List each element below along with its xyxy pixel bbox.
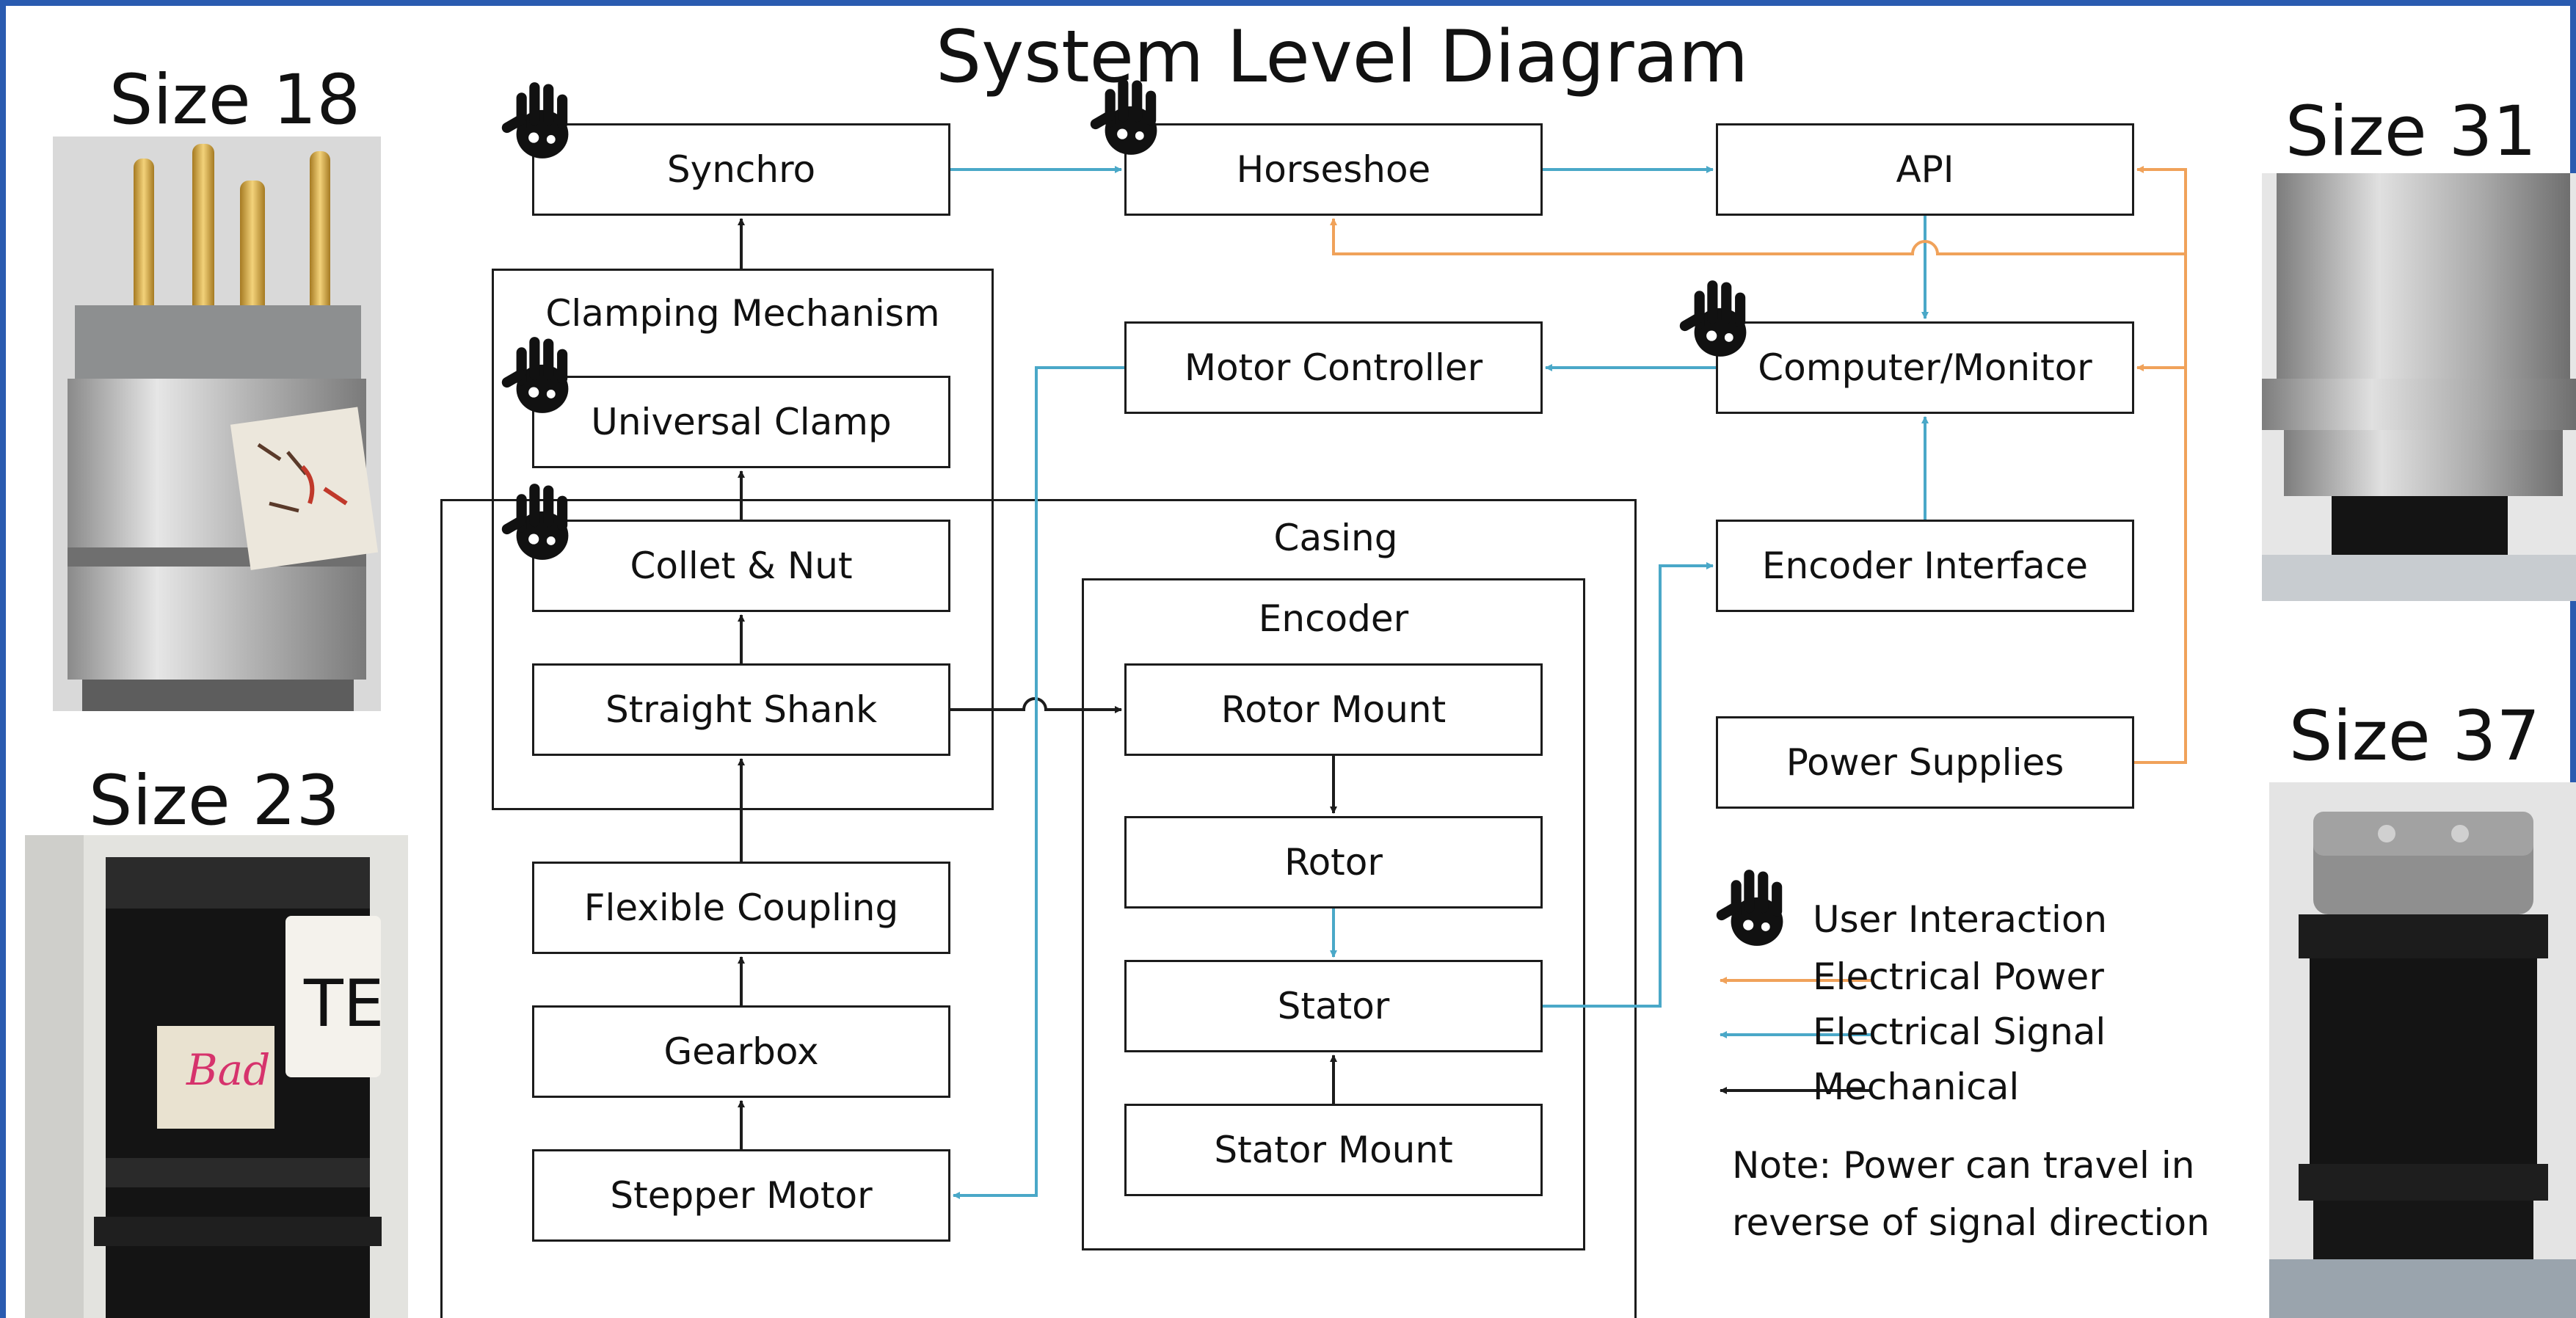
motor-controller-block: Motor Controller xyxy=(1124,321,1543,414)
photo-label-size-37: Size 37 xyxy=(2288,696,2541,776)
legend-mechanical: Mechanical xyxy=(1813,1066,2020,1108)
power-supplies-block: Power Supplies xyxy=(1716,716,2134,809)
encoder-interface-block: Encoder Interface xyxy=(1716,520,2134,612)
stator-block: Stator xyxy=(1124,960,1543,1052)
photo-size-31 xyxy=(2262,173,2576,601)
stepper-motor-block: Stepper Motor xyxy=(532,1149,950,1242)
link-power-to-horseshoe xyxy=(1330,218,2186,255)
synchro-block: Synchro xyxy=(532,123,950,216)
encoder-container xyxy=(1082,578,1585,1250)
signal-links xyxy=(950,166,1929,1199)
gearbox-block: Gearbox xyxy=(532,1005,950,1098)
hand-icon-synchro xyxy=(501,82,569,159)
diagram-title: System Level Diagram xyxy=(936,15,1749,99)
link-power-to-api xyxy=(2134,166,2187,764)
horseshoe-block: Horseshoe xyxy=(1124,123,1543,216)
photo-size-18 xyxy=(53,136,381,711)
note-line-2: reverse of signal direction xyxy=(1732,1201,2210,1244)
photo-size-37 xyxy=(2269,782,2576,1318)
hand-icon-computer xyxy=(1679,280,1747,357)
casing-container xyxy=(440,499,1637,1318)
legend-electrical-power: Electrical Power xyxy=(1813,955,2104,998)
universal-clamp-block: Universal Clamp xyxy=(532,376,950,468)
hand-icon-collet-nut xyxy=(501,484,569,560)
note-line-1: Note: Power can travel in xyxy=(1732,1144,2195,1187)
legend-user-interaction: User Interaction xyxy=(1813,898,2108,941)
note-text: Note: Power can travel in reverse of sig… xyxy=(1732,1137,2210,1251)
link-stator-to-encoder-interface xyxy=(1543,562,1714,1008)
rotor-mount-block: Rotor Mount xyxy=(1124,663,1543,756)
collet-nut-block: Collet & Nut xyxy=(532,520,950,612)
photo-label-size-18: Size 18 xyxy=(109,60,361,140)
clamping-mechanism-title: Clamping Mechanism xyxy=(545,292,940,335)
power-links xyxy=(1330,166,2187,764)
encoder-title: Encoder xyxy=(1258,597,1409,640)
casing-title: Casing xyxy=(1273,517,1398,559)
hand-icon-universal-clamp xyxy=(501,337,569,413)
link-motor-controller-to-stepper xyxy=(953,366,1124,1199)
rotor-block: Rotor xyxy=(1124,816,1543,909)
handwriting-size-23: TE xyxy=(303,966,384,1041)
photo-label-size-23: Size 23 xyxy=(88,761,341,841)
photo-size-23: TE Bad xyxy=(25,835,408,1318)
legend-electrical-signal: Electrical Signal xyxy=(1813,1011,2106,1053)
photo-label-size-31: Size 31 xyxy=(2285,92,2537,172)
flexible-coupling-block: Flexible Coupling xyxy=(532,862,950,954)
stator-mount-block: Stator Mount xyxy=(1124,1104,1543,1196)
frame-left-edge xyxy=(0,0,6,1318)
api-block: API xyxy=(1716,123,2134,216)
computer-monitor-block: Computer/Monitor xyxy=(1716,321,2134,414)
frame-right-edge xyxy=(2570,0,2576,1318)
handwriting-size-23-red: Bad xyxy=(186,1045,270,1095)
mechanical-links xyxy=(738,218,1337,1149)
straight-shank-block: Straight Shank xyxy=(532,663,950,756)
hand-icon-horseshoe xyxy=(1090,79,1157,155)
hand-icon-legend xyxy=(1716,870,1783,946)
frame-top-edge xyxy=(0,0,2576,6)
